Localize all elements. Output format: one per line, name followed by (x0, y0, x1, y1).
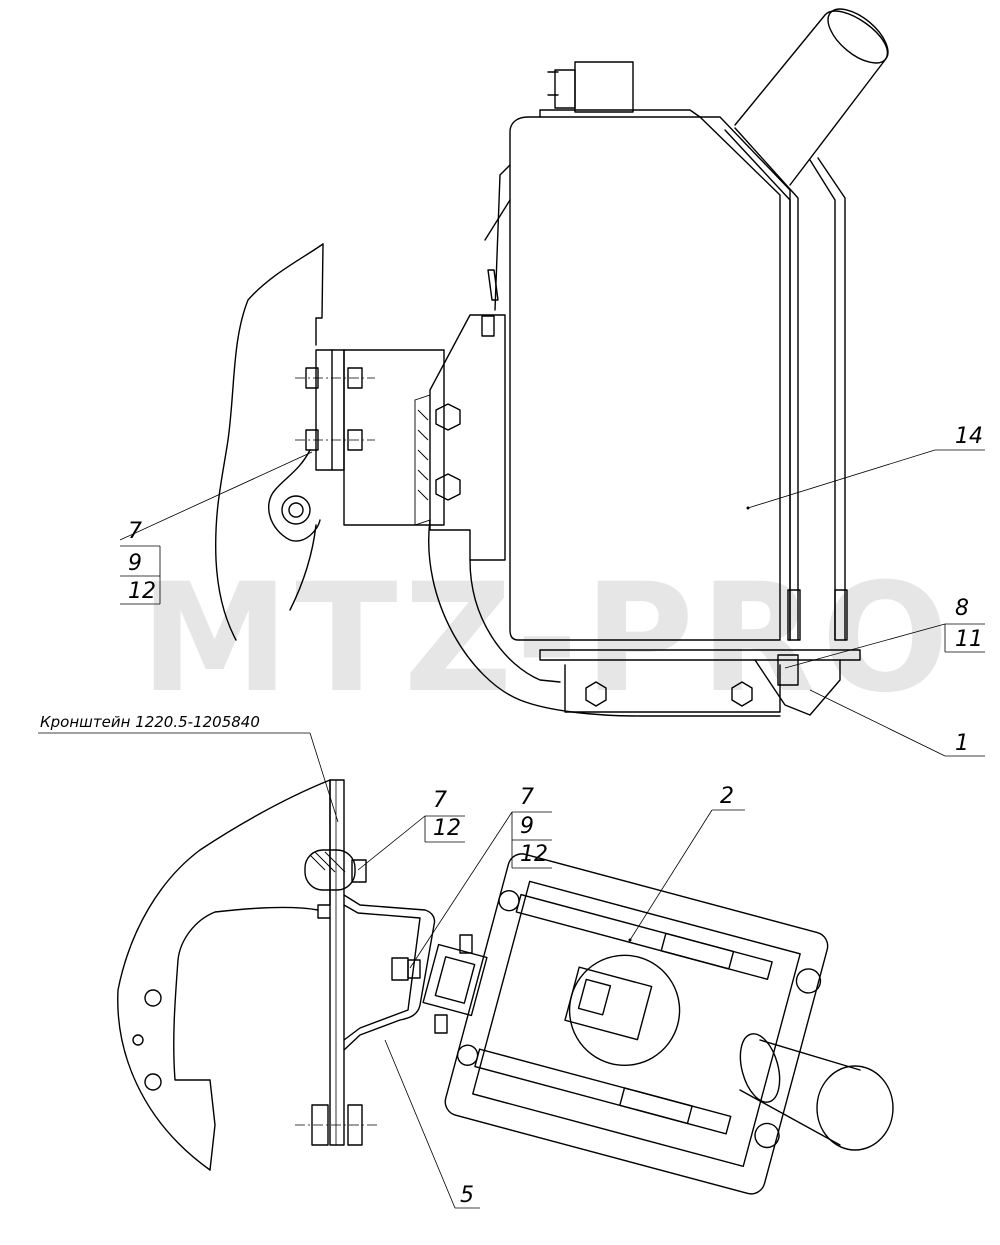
frame-outline-upper (215, 243, 324, 641)
pump-assembly-2 (444, 853, 829, 1195)
lower-assembly-view (117, 779, 894, 1195)
tank-tray (539, 649, 861, 661)
callout-7-12-lower: 7 12 (357, 788, 465, 871)
bracket-arm-upper (429, 314, 506, 561)
callout-14: 14 (746, 424, 985, 510)
filler-neck (734, 10, 889, 186)
svg-text:7: 7 (128, 519, 142, 544)
frame-outline-lower (117, 779, 331, 1171)
callout-1: 1 (809, 689, 985, 757)
mounting-plate-upper (315, 349, 345, 471)
svg-text:1: 1 (955, 731, 969, 756)
callout-8-11: 8 11 (784, 596, 985, 669)
svg-text:8: 8 (955, 596, 969, 621)
svg-text:14: 14 (955, 424, 983, 449)
upper-assembly-view (215, 8, 889, 717)
svg-text:12: 12 (433, 816, 461, 841)
tank-strap-1 (724, 129, 791, 641)
svg-text:7: 7 (433, 788, 447, 813)
svg-text:9: 9 (520, 814, 534, 839)
pump-cylinder (739, 1039, 861, 1146)
watermark: MTZ-PRO (140, 552, 955, 726)
svg-text:5: 5 (460, 1183, 474, 1208)
fuel-sender (574, 61, 634, 113)
svg-text:9: 9 (128, 551, 142, 576)
z-bracket-5 (343, 894, 436, 1051)
svg-text:12: 12 (520, 842, 548, 867)
fuel-tank-body (509, 116, 781, 641)
svg-text:Кронштейн 1220.5-1205840: Кронштейн 1220.5-1205840 (40, 713, 260, 731)
bracket-label: Кронштейн 1220.5-1205840 (38, 713, 339, 823)
callout-7-9-12-lower: 7 9 12 (409, 785, 552, 969)
svg-text:7: 7 (520, 785, 534, 810)
svg-text:2: 2 (720, 784, 734, 809)
callout-2: 2 (628, 784, 745, 942)
callout-7-9-12-upper: 7 9 12 (119, 451, 313, 605)
tank-strap-2 (809, 159, 836, 641)
bracket-plate-lower (329, 779, 345, 1146)
svg-text:12: 12 (128, 579, 156, 604)
callout-5: 5 (384, 1039, 480, 1209)
svg-text:11: 11 (955, 627, 983, 652)
